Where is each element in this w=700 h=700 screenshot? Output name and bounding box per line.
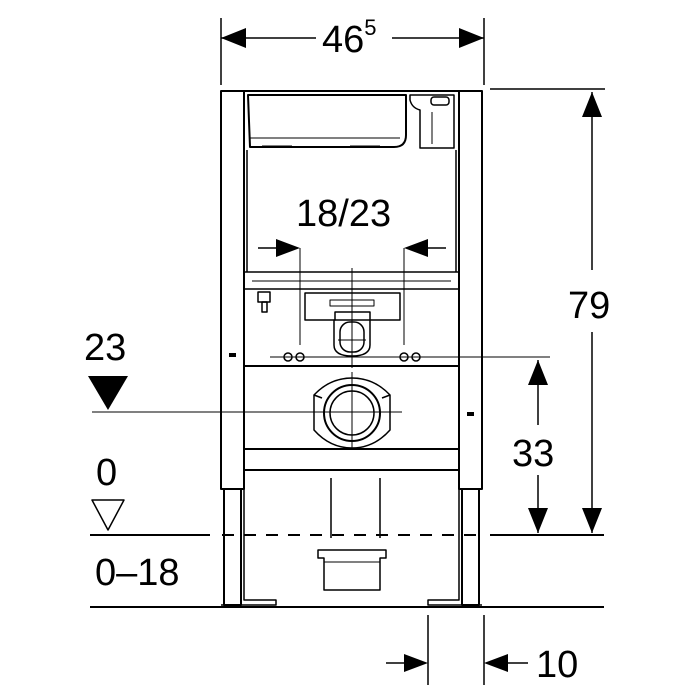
floor-lines xyxy=(90,534,604,608)
height-value: 79 xyxy=(568,285,610,327)
width-value: 46 xyxy=(322,19,364,61)
width-superscript: 5 xyxy=(364,15,376,40)
bolt-hole xyxy=(411,352,421,362)
bottom-crossbar xyxy=(243,448,460,471)
mounting-bolts xyxy=(270,352,550,362)
bolt-hole xyxy=(295,352,305,362)
bolt-spacing-value: 18/23 xyxy=(296,193,391,235)
floor-level-label: 0 xyxy=(96,452,117,494)
drain-height-value: 33 xyxy=(512,433,554,475)
valve-housing xyxy=(409,94,455,149)
left-leg xyxy=(223,488,242,606)
open-triangle-icon xyxy=(91,499,125,531)
right-post xyxy=(458,90,483,490)
flush-connector xyxy=(257,268,401,368)
floor-adjust-label: 0–18 xyxy=(95,552,180,594)
arrow-right-icon xyxy=(276,239,300,257)
arrow-left-icon xyxy=(404,239,428,257)
arrow-down-icon xyxy=(582,508,602,533)
drain-height-dimension: 33 xyxy=(512,360,554,533)
height-dimension: 79 xyxy=(490,88,610,533)
width-dimension: 465 xyxy=(220,15,485,85)
left-dimension-labels: 23 0 0–18 xyxy=(84,327,180,594)
cistern xyxy=(247,94,407,148)
arrow-up-icon xyxy=(528,360,548,385)
pipe-axis-height-label: 23 xyxy=(84,327,126,369)
svg-text:465: 465 xyxy=(322,15,377,61)
drain-opening xyxy=(323,384,381,442)
arrow-right-icon xyxy=(459,28,484,48)
arrow-left-icon xyxy=(484,654,508,672)
arrow-up-icon xyxy=(582,92,602,117)
bolt-hole xyxy=(283,352,293,362)
wall-offset-value: 10 xyxy=(536,644,578,686)
arrow-down-icon xyxy=(528,508,548,533)
drain-pipe xyxy=(92,372,402,591)
bolt-spacing-dimension: 18/23 xyxy=(258,193,446,345)
wall-offset-dimension: 10 xyxy=(386,615,578,686)
filled-triangle-icon xyxy=(88,376,128,410)
left-post xyxy=(220,90,245,490)
arrow-right-icon xyxy=(404,654,428,672)
arrow-left-icon xyxy=(221,28,246,48)
right-leg xyxy=(461,488,480,606)
bolt-hole xyxy=(399,352,409,362)
